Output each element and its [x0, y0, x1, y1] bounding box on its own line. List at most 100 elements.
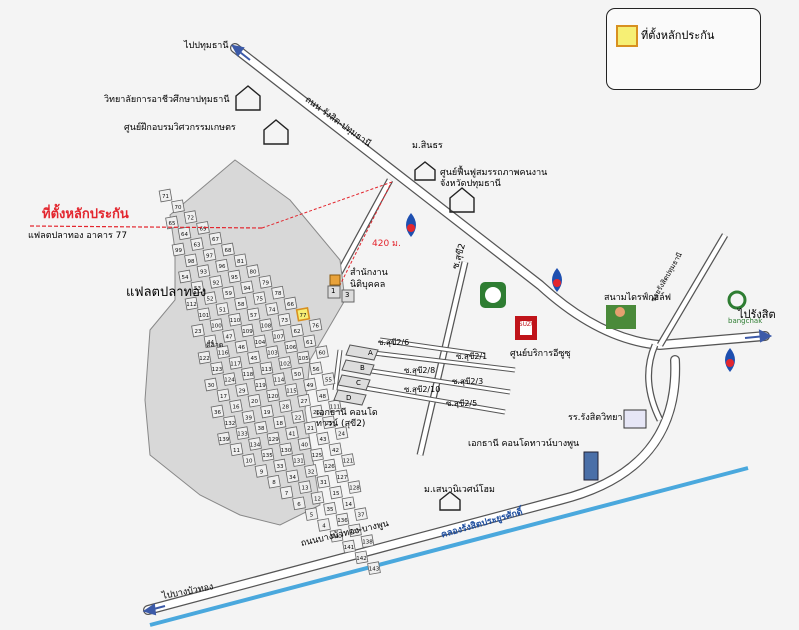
building-cell — [272, 372, 286, 386]
building-cell — [285, 469, 300, 484]
building-cell — [303, 420, 318, 435]
label-nb-1: 1 — [331, 287, 336, 295]
building-number: 44 — [207, 340, 214, 346]
building-number: 15 — [333, 491, 340, 497]
building-number: 136 — [337, 518, 348, 524]
building-cell — [203, 291, 217, 305]
building-cell — [278, 399, 293, 413]
building-cell — [328, 399, 342, 413]
building-cell — [277, 312, 292, 327]
building-number: 64 — [181, 232, 188, 238]
building-number: 41 — [289, 432, 296, 438]
building-number: 14 — [345, 502, 352, 508]
building-number: 121 — [343, 459, 354, 465]
label-ekthani-suk2: เอกธานี คอนโดทาวน์ (สุขี2) — [316, 408, 378, 430]
label-agri-center: ศูนย์ฝึกอบรมวิศวกรรมเกษตร — [124, 123, 236, 133]
label-collateral-pointer: ที่ตั้งหลักประกัน — [42, 207, 129, 222]
label-distance: 420 ม. — [372, 239, 401, 249]
building-cell — [323, 501, 337, 516]
building-cell — [321, 372, 336, 386]
building-number: 43 — [320, 437, 327, 443]
building-number: 38 — [258, 426, 265, 432]
building-cell — [317, 518, 331, 532]
building-cell — [227, 269, 242, 284]
building-number: 137 — [350, 529, 361, 535]
collateral-pointer-line — [29, 225, 263, 229]
building-number: 135 — [262, 453, 273, 459]
building-number: 127 — [337, 475, 348, 481]
building-number: 76 — [312, 324, 319, 330]
building-number: 65 — [169, 221, 176, 227]
building-cell — [291, 410, 305, 424]
building-number: 96 — [219, 264, 226, 270]
building-cell — [184, 296, 199, 311]
building-cell — [248, 437, 262, 451]
building-number: 12 — [314, 496, 321, 502]
building-number: 58 — [238, 302, 245, 308]
building-cell — [309, 404, 324, 419]
label-bangchak: bangchak — [728, 317, 763, 325]
gas-station-icon — [725, 348, 735, 372]
building-cell — [284, 339, 298, 354]
label-nb-3: 3 — [345, 291, 350, 299]
building-cell — [290, 323, 304, 338]
building-number: 100 — [211, 324, 222, 330]
building-cell — [242, 453, 256, 467]
canal — [149, 466, 749, 627]
building-number: 94 — [244, 286, 251, 292]
label-block-d: D — [346, 394, 352, 402]
building-number: 92 — [213, 280, 220, 286]
building-cell — [204, 377, 218, 392]
building-cell — [215, 302, 230, 316]
building-cell — [234, 339, 249, 354]
label-college: วิทยาลัยการอาชีวศึกษาปทุมธานี — [104, 95, 230, 105]
building-cell — [228, 356, 243, 370]
label-juristic-office: สำนักงาน นิติบุคคล — [350, 268, 388, 290]
building-cells: 7170726967688180797866777665646397969594… — [158, 188, 381, 575]
building-cell — [229, 442, 244, 457]
building-cell — [310, 491, 325, 505]
bangchak-logo — [727, 290, 747, 310]
building-number: 79 — [262, 280, 269, 286]
building-cell — [190, 280, 205, 295]
building-cell — [216, 345, 230, 359]
building-cell — [329, 528, 344, 543]
house-icon — [235, 85, 475, 511]
label-to-pathum: ไปปทุมธานี — [184, 41, 229, 51]
building-cell — [178, 269, 192, 284]
building-number: 104 — [255, 340, 266, 346]
building-cell — [233, 253, 248, 268]
label-soi-suk2-1: ซ.สุขี2/1 — [456, 352, 488, 361]
label-to-rangsit: ไปรังสิต — [738, 308, 776, 321]
building-number: 72 — [187, 216, 194, 222]
building-cell — [291, 453, 306, 467]
building-cell — [322, 458, 337, 473]
building-cell — [279, 442, 293, 457]
building-cell — [234, 296, 248, 311]
building-cell — [341, 496, 356, 511]
building-cell — [229, 399, 243, 413]
building-cell — [329, 485, 343, 500]
building-cell — [347, 480, 362, 494]
building-cell — [209, 318, 224, 332]
building-number: 57 — [250, 313, 257, 319]
building-number: 140 — [331, 534, 342, 540]
building-number: 5 — [310, 513, 314, 519]
building-cell — [241, 366, 255, 381]
building-number: 124 — [224, 378, 235, 384]
building-cell — [210, 404, 225, 419]
building-cell — [272, 415, 287, 430]
building-cell — [246, 264, 260, 278]
building-cell — [222, 372, 237, 386]
building-number: 78 — [275, 291, 282, 297]
building-cell — [221, 285, 236, 300]
building-cell — [316, 474, 331, 489]
building-cell — [165, 215, 179, 230]
building-number: 126 — [324, 464, 335, 470]
building-cell — [217, 431, 231, 446]
building-number: 67 — [212, 237, 219, 243]
building-cell — [222, 329, 236, 343]
building-cell — [228, 312, 242, 327]
building-number: 113 — [261, 367, 272, 373]
label-soi-suk2-6: ซ.สุขี2/6 — [378, 338, 410, 347]
